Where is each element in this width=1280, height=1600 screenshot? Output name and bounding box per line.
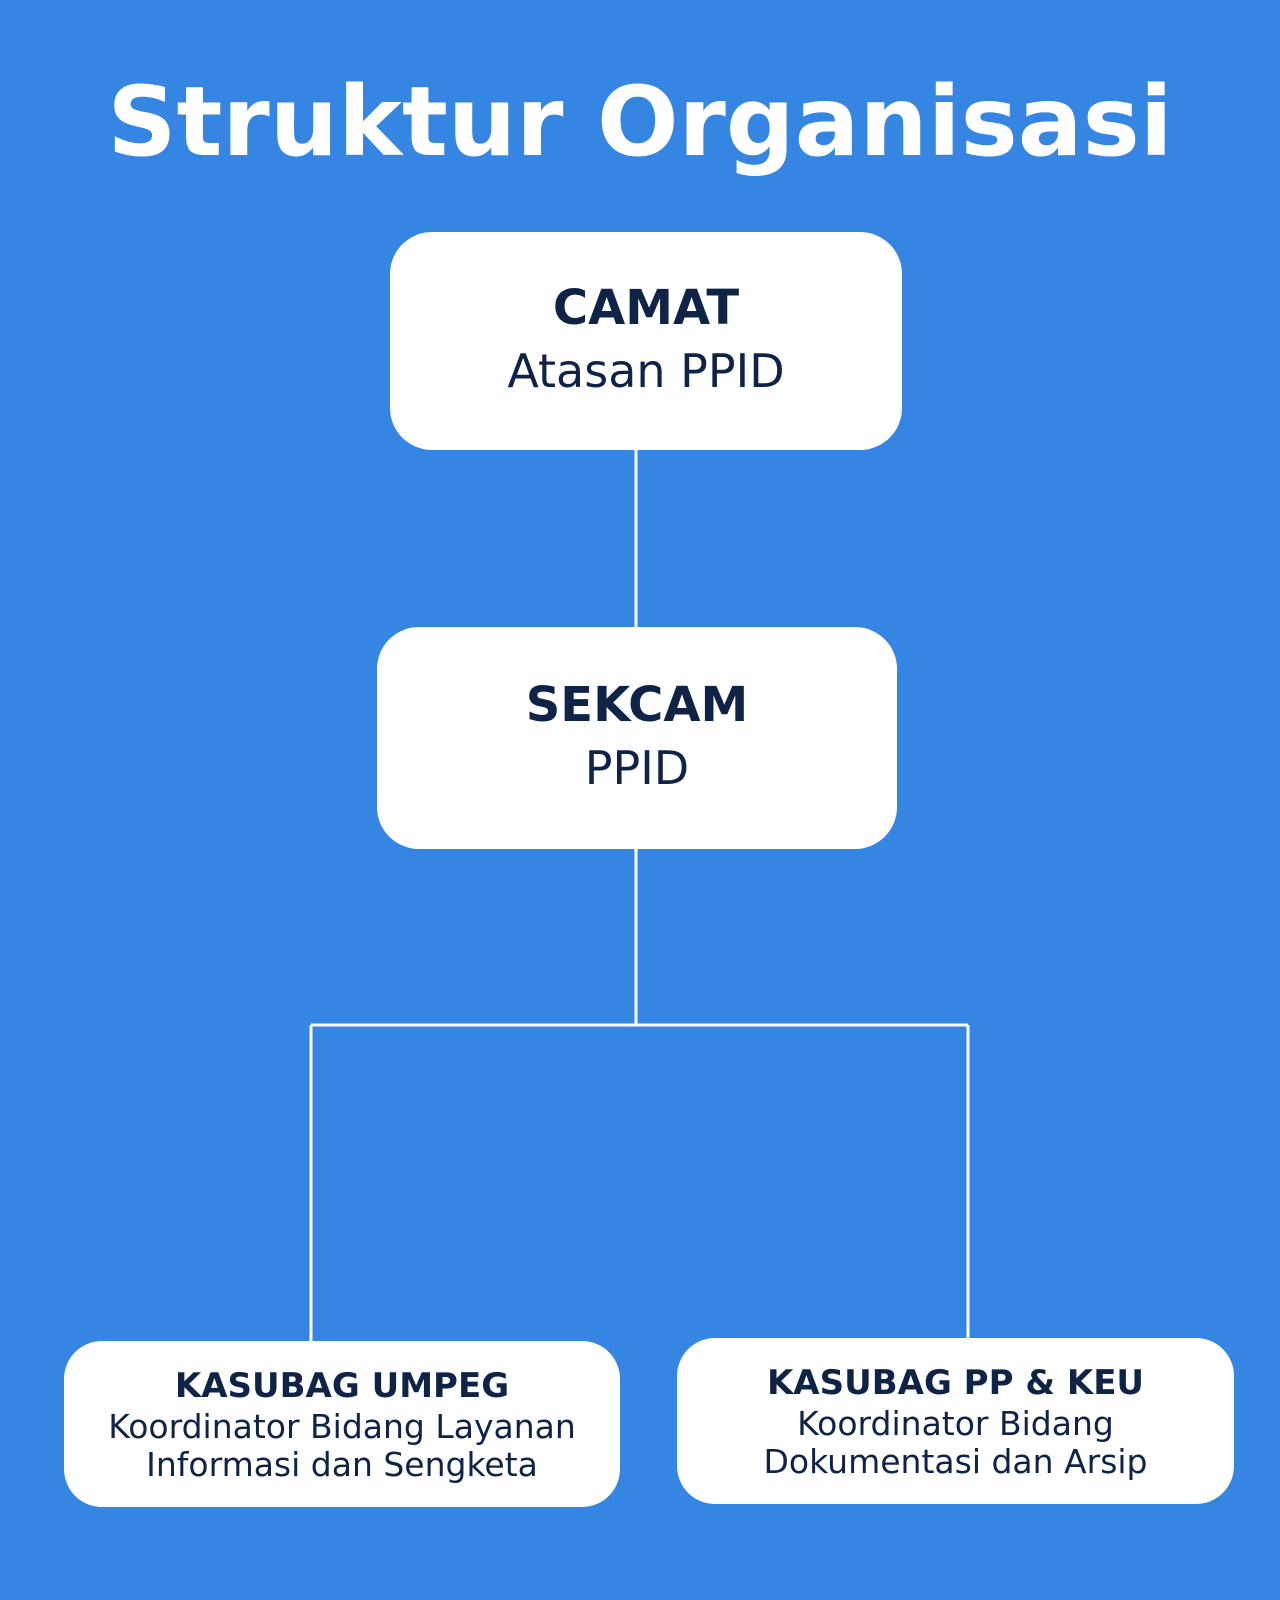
node-sekcam-desc: PPID [584, 741, 690, 795]
node-camat-desc: Atasan PPID [507, 344, 785, 398]
node-ppkeu-role: KASUBAG PP & KEU [766, 1363, 1145, 1403]
node-kasubag-umpeg: KASUBAG UMPEG Koordinator Bidang Layanan… [64, 1341, 620, 1507]
node-ppkeu-desc-line-1: Koordinator Bidang [797, 1404, 1114, 1443]
node-kasubag-pp-keu: KASUBAG PP & KEU Koordinator Bidang Doku… [677, 1338, 1234, 1504]
node-camat: CAMAT Atasan PPID [390, 232, 902, 450]
page-title: Struktur Organisasi [107, 66, 1173, 178]
node-camat-role: CAMAT [552, 280, 740, 336]
node-ppkeu-desc-line-2: Dokumentasi dan Arsip [763, 1442, 1148, 1481]
node-sekcam: SEKCAM PPID [377, 627, 897, 849]
node-umpeg-desc-line-1: Koordinator Bidang Layanan [108, 1407, 576, 1446]
node-umpeg-role: KASUBAG UMPEG [174, 1366, 510, 1406]
node-sekcam-role: SEKCAM [525, 677, 749, 733]
node-umpeg-desc-line-2: Informasi dan Sengketa [146, 1445, 538, 1484]
